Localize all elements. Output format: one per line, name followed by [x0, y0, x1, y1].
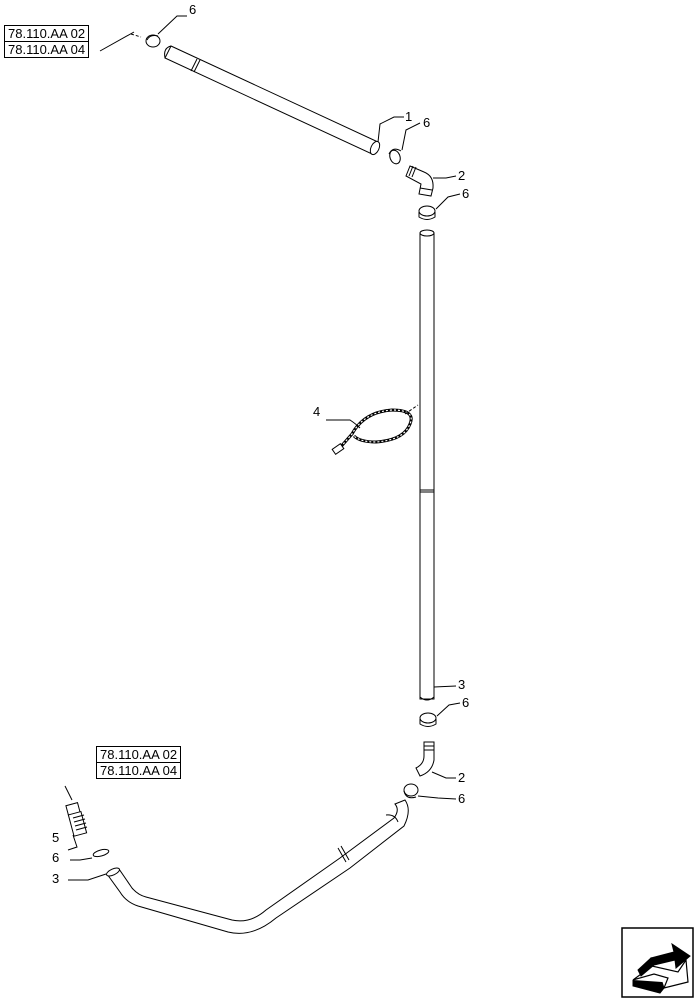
straight-fitting	[65, 802, 88, 837]
elbow-fitting-top	[405, 165, 434, 197]
hose-vertical	[419, 229, 435, 701]
hose-clamp-top	[145, 34, 161, 48]
cable-tie	[331, 404, 419, 456]
hose-clamp-vertical-bottom	[419, 712, 437, 727]
callout-6: 6	[462, 695, 470, 710]
hose-lower-bent	[106, 799, 409, 934]
callout-6: 6	[462, 186, 470, 201]
reference-box-bottom[interactable]: 78.110.AA 02 78.110.AA 04	[96, 746, 182, 779]
callout-5: 5	[52, 830, 60, 845]
reference-code[interactable]: 78.110.AA 02	[100, 747, 178, 762]
reference-code[interactable]: 78.110.AA 04	[97, 762, 181, 778]
hose-clamp-left	[92, 848, 110, 858]
callout-1: 1	[405, 109, 413, 124]
leader-lines	[64, 15, 461, 881]
elbow-fitting-bottom	[415, 741, 435, 777]
navigation-arrow-icon[interactable]	[621, 927, 694, 998]
reference-code[interactable]: 78.110.AA 04	[5, 41, 89, 57]
callout-6: 6	[423, 115, 431, 130]
callout-2: 2	[458, 770, 466, 785]
callout-3: 3	[52, 871, 60, 886]
reference-code[interactable]: 78.110.AA 02	[8, 26, 86, 41]
hose-clamp-lower-right	[403, 783, 419, 799]
hose-clamp-upper-right	[388, 148, 402, 165]
callout-6: 6	[458, 791, 466, 806]
hose-clamp-vertical-top	[418, 205, 436, 220]
reference-box-top[interactable]: 78.110.AA 02 78.110.AA 04	[4, 25, 90, 58]
callout-3: 3	[458, 677, 466, 692]
callout-6: 6	[52, 850, 60, 865]
callout-4: 4	[313, 404, 321, 419]
hose-upper-diagonal	[164, 45, 381, 156]
callout-2: 2	[458, 168, 466, 183]
callout-6: 6	[189, 2, 197, 17]
